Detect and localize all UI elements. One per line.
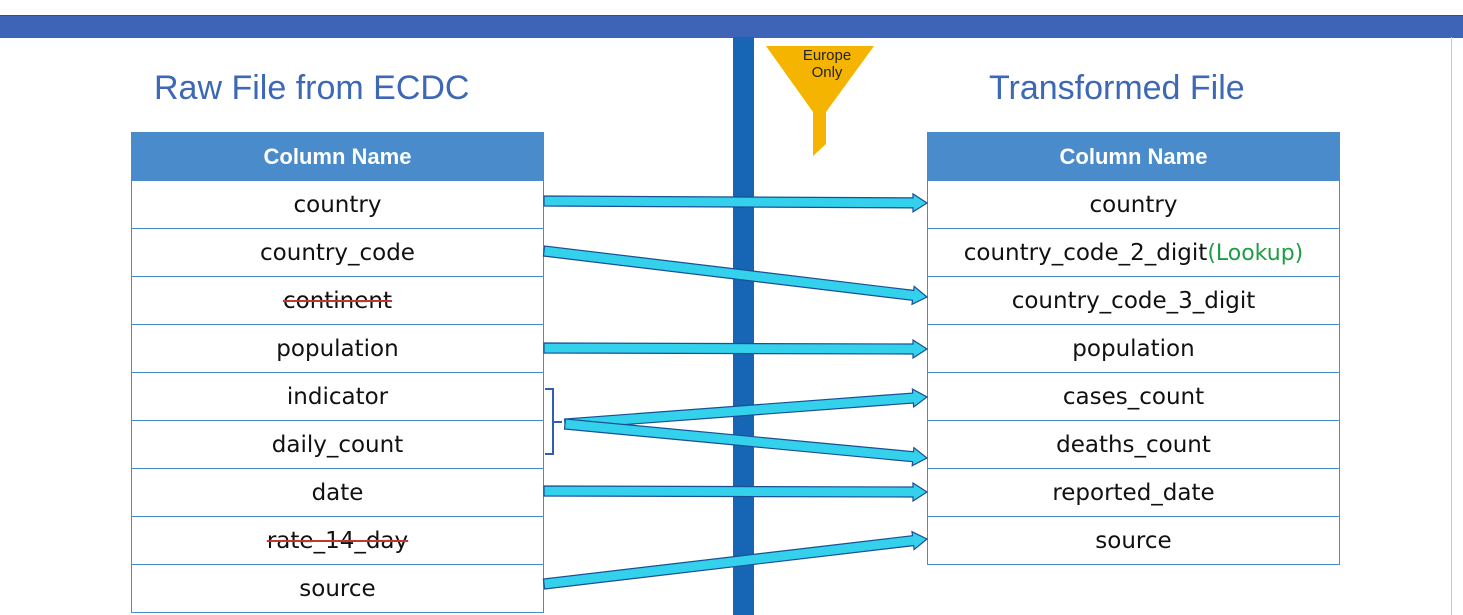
out-col-deaths-count: deaths_count (927, 420, 1340, 469)
out-col-cases-count: cases_count (927, 372, 1340, 421)
filter-label: Europe Only (795, 47, 859, 81)
table-header-row: Column Name (131, 132, 544, 181)
out-col-source: source (927, 516, 1340, 565)
table-row: deaths_count (927, 420, 1340, 469)
dropped-column-label: continent (282, 287, 393, 314)
column-name-header: Column Name (927, 132, 1340, 181)
out-col-country: country (927, 180, 1340, 229)
top-banner (0, 15, 1463, 38)
table-row: population (927, 324, 1340, 373)
filter-label-line1: Europe (802, 47, 852, 64)
raw-col-daily-count: daily_count (131, 420, 544, 469)
dropped-column-label: rate_14_day (266, 527, 409, 554)
table-row: rate_14_day (131, 516, 544, 565)
table-row: source (927, 516, 1340, 565)
table-row: indicator (131, 372, 544, 421)
lookup-note: (Lookup) (1207, 240, 1304, 266)
table-row: country (927, 180, 1340, 229)
table-row: source (131, 564, 544, 613)
transformed-columns-table: Column Name country country_code_2_digit… (927, 132, 1340, 565)
raw-columns-table: Column Name country country_code contine… (131, 132, 544, 613)
table-row: country (131, 180, 544, 229)
raw-col-population: population (131, 324, 544, 373)
raw-col-country-code: country_code (131, 228, 544, 277)
table-row: country_code_3_digit (927, 276, 1340, 325)
table-row: population (131, 324, 544, 373)
out-col-population: population (927, 324, 1340, 373)
table-row: country_code_2_digit(Lookup) (927, 228, 1340, 277)
table-row: cases_count (927, 372, 1340, 421)
out-col-reported-date: reported_date (927, 468, 1340, 517)
raw-col-source: source (131, 564, 544, 613)
column-name-header: Column Name (131, 132, 544, 181)
table-row: date (131, 468, 544, 517)
filter-label-line2: Only (811, 64, 843, 81)
raw-col-continent: continent (131, 276, 544, 325)
raw-col-country: country (131, 180, 544, 229)
slide-edge (1451, 37, 1452, 615)
raw-col-date: date (131, 468, 544, 517)
table-row: daily_count (131, 420, 544, 469)
out-col-country-code-2-digit: country_code_2_digit(Lookup) (927, 228, 1340, 277)
table-row: reported_date (927, 468, 1340, 517)
table-row: continent (131, 276, 544, 325)
table-row: country_code (131, 228, 544, 277)
raw-col-rate-14-day: rate_14_day (131, 516, 544, 565)
pipeline-divider (733, 37, 754, 615)
out-col-country-code-3-digit: country_code_3_digit (927, 276, 1340, 325)
table-header-row: Column Name (927, 132, 1340, 181)
transformed-file-title: Transformed File (989, 69, 1245, 107)
grouping-bracket (545, 388, 562, 455)
raw-col-indicator: indicator (131, 372, 544, 421)
raw-file-title: Raw File from ECDC (154, 69, 470, 107)
column-label: country_code_2_digit (963, 239, 1208, 266)
